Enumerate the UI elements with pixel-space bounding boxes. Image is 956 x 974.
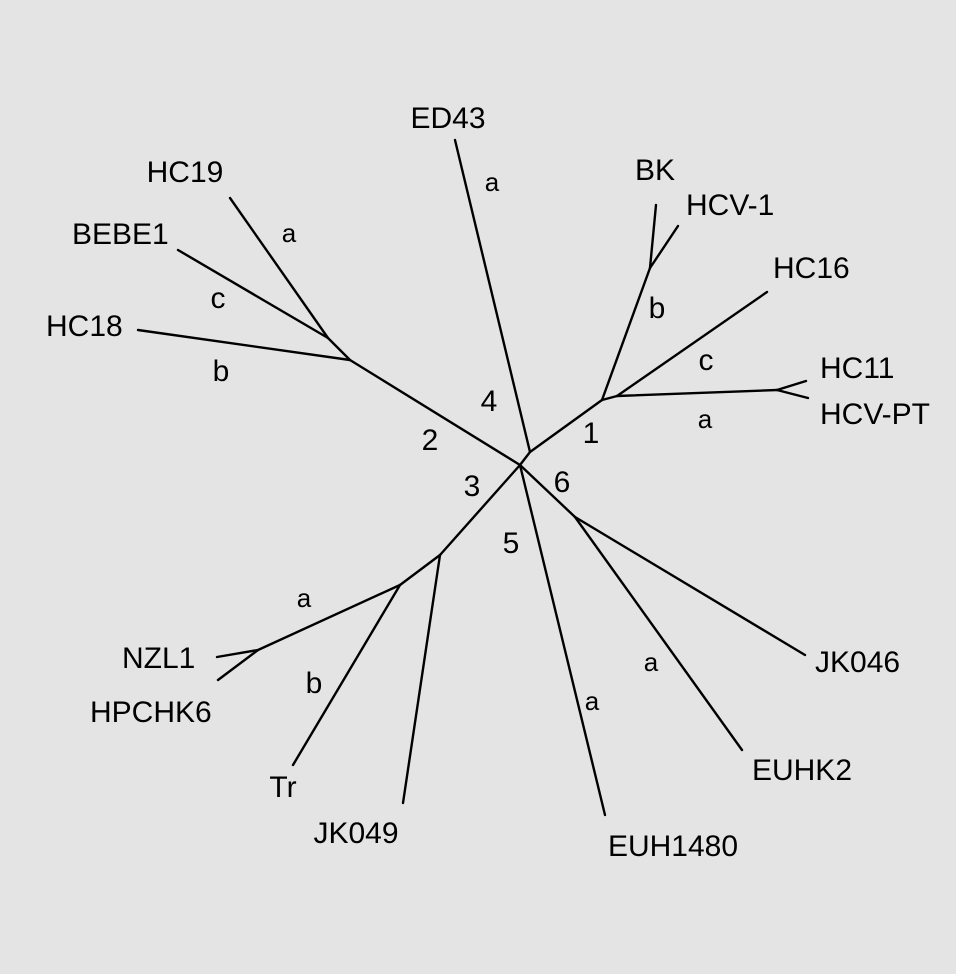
subtype-5a: a bbox=[585, 686, 600, 716]
branch-ed43 bbox=[453, 138, 532, 454]
taxon-euhk2: EUHK2 bbox=[752, 754, 852, 787]
branch-root-g5 bbox=[518, 463, 607, 817]
branch-3stem bbox=[398, 553, 442, 587]
taxon-hpchk6: HPCHK6 bbox=[90, 696, 212, 729]
branch-1split bbox=[600, 394, 619, 402]
subtype-6a: a bbox=[644, 647, 659, 677]
subtype-2b: b bbox=[213, 355, 230, 388]
subtype-2c: c bbox=[211, 282, 226, 315]
branch-1b bbox=[600, 266, 652, 402]
branch-hc11 bbox=[775, 379, 808, 392]
genotype-1: 1 bbox=[583, 417, 600, 450]
branch-hc19 bbox=[228, 196, 330, 340]
branch-root-g1 bbox=[528, 398, 604, 454]
taxon-jko46: JK046 bbox=[815, 646, 900, 679]
genotype-labels: 1 2 3 4 5 6 bbox=[422, 385, 600, 560]
branch-root-g2 bbox=[348, 358, 522, 467]
branch-hc16 bbox=[615, 290, 769, 398]
genotype-4: 4 bbox=[481, 385, 498, 418]
branch-hc18 bbox=[136, 328, 352, 362]
taxon-hc18: HC18 bbox=[46, 310, 123, 343]
taxon-hc16: HC16 bbox=[773, 252, 850, 285]
branch-bk bbox=[648, 203, 658, 270]
taxon-nzl1: NZL1 bbox=[122, 642, 195, 675]
subtype-1c: c bbox=[699, 344, 714, 377]
subtype-3a: a bbox=[297, 583, 312, 613]
subtype-2a: a bbox=[282, 218, 297, 248]
subtype-4a: a bbox=[485, 167, 500, 197]
genotype-3: 3 bbox=[464, 470, 481, 503]
branch-2ac bbox=[326, 336, 352, 362]
taxon-jko49: JK049 bbox=[313, 817, 398, 850]
branch-tr bbox=[291, 583, 402, 767]
subtype-1a: a bbox=[698, 404, 713, 434]
taxon-hc11: HC11 bbox=[820, 352, 894, 385]
branch-bebe1 bbox=[176, 248, 330, 340]
genotype-5: 5 bbox=[503, 527, 520, 560]
subtype-3b: b bbox=[306, 667, 323, 700]
branches bbox=[136, 138, 810, 817]
branch-hcvpt bbox=[775, 388, 810, 400]
branch-jko46 bbox=[573, 515, 807, 657]
branch-hcv1 bbox=[648, 224, 680, 270]
branch-nzl1 bbox=[215, 648, 260, 659]
taxon-labels: ED43 BK HCV-1 HC16 HC11 HCV-PT HC19 BEBE… bbox=[46, 102, 930, 863]
taxon-hcv1: HCV-1 bbox=[686, 189, 774, 222]
taxon-hcvpt: HCV-PT bbox=[820, 398, 930, 431]
genotype-2: 2 bbox=[422, 424, 439, 457]
taxon-bk: BK bbox=[635, 154, 675, 187]
branch-jko49 bbox=[401, 553, 442, 805]
branch-3a bbox=[256, 583, 402, 652]
branch-root-g6 bbox=[518, 463, 577, 519]
branch-1a bbox=[615, 388, 779, 398]
genotype-6: 6 bbox=[554, 466, 571, 499]
taxon-bebe1: BEBE1 bbox=[72, 218, 169, 251]
branch-euhk2 bbox=[573, 515, 744, 752]
branch-root-g3 bbox=[438, 463, 522, 557]
taxon-hc19: HC19 bbox=[147, 156, 224, 189]
taxon-ed43: ED43 bbox=[410, 102, 485, 135]
subtype-1b: b bbox=[649, 292, 666, 325]
branch-hpchk6 bbox=[216, 648, 260, 682]
taxon-euh1480: EUH1480 bbox=[608, 830, 738, 863]
branch-root-g4 bbox=[518, 450, 532, 467]
subtype-labels: a b c a a c b a b a a bbox=[211, 167, 714, 716]
taxon-tr: Tr bbox=[269, 771, 296, 804]
